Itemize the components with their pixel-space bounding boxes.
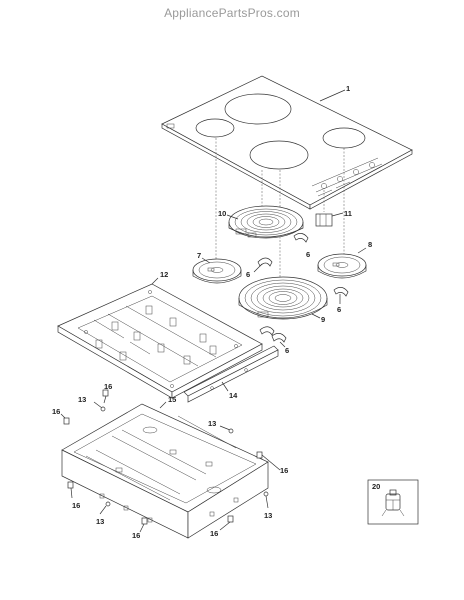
trim-strip-14 [183, 345, 279, 403]
clip-16-e [139, 517, 148, 533]
radiant-element-10 [228, 205, 304, 239]
callout-16b: 16 [52, 407, 60, 416]
callout-16c: 16 [280, 466, 288, 475]
clip-6-c [333, 287, 349, 297]
radiant-element-9 [238, 276, 328, 320]
radiant-element-7 [192, 258, 242, 284]
callout-11: 11 [344, 209, 352, 218]
callout-1: 1 [346, 84, 350, 93]
screw-13-c [99, 501, 111, 515]
clip-6-d [259, 326, 287, 343]
callout-16d: 16 [72, 501, 80, 510]
burner-box-15 [61, 403, 269, 539]
callout-15: 15 [168, 395, 176, 404]
screw-13-a [93, 401, 106, 412]
clip-16-b [60, 413, 70, 425]
clip-16-f [219, 515, 234, 531]
callout-6a: 6 [246, 270, 250, 279]
bracket-frame-12 [57, 283, 263, 399]
callout-13a: 13 [78, 395, 86, 404]
clip-16-c [256, 451, 281, 471]
clip-16-a [102, 389, 109, 404]
screw-13-b [219, 425, 234, 434]
callout-12: 12 [160, 270, 168, 279]
radiant-element-8 [317, 253, 367, 279]
callout-6c: 6 [337, 305, 341, 314]
callout-13c: 13 [96, 517, 104, 526]
watermark-text: AppliancePartsPros.com [164, 6, 300, 20]
callout-6b: 6 [306, 250, 310, 259]
callout-9: 9 [321, 315, 325, 324]
callout-16e: 16 [132, 531, 140, 540]
callout-14: 14 [229, 391, 238, 400]
switch-11 [315, 213, 333, 227]
clip-16-d [67, 481, 74, 499]
inset-box-20 [367, 479, 419, 525]
callout-8: 8 [368, 240, 372, 249]
cooktop-glass [161, 75, 413, 210]
callout-13b: 13 [208, 419, 216, 428]
clip-6-a [257, 257, 273, 267]
callout-7: 7 [197, 251, 201, 260]
callout-20: 20 [372, 482, 380, 491]
callout-10: 10 [218, 209, 226, 218]
callout-13d: 13 [264, 511, 272, 520]
callout-6d: 6 [285, 346, 289, 355]
callout-16a: 16 [104, 382, 112, 391]
screw-13-d [263, 491, 269, 509]
clip-6-b [293, 233, 309, 243]
callout-16f: 16 [210, 529, 218, 538]
